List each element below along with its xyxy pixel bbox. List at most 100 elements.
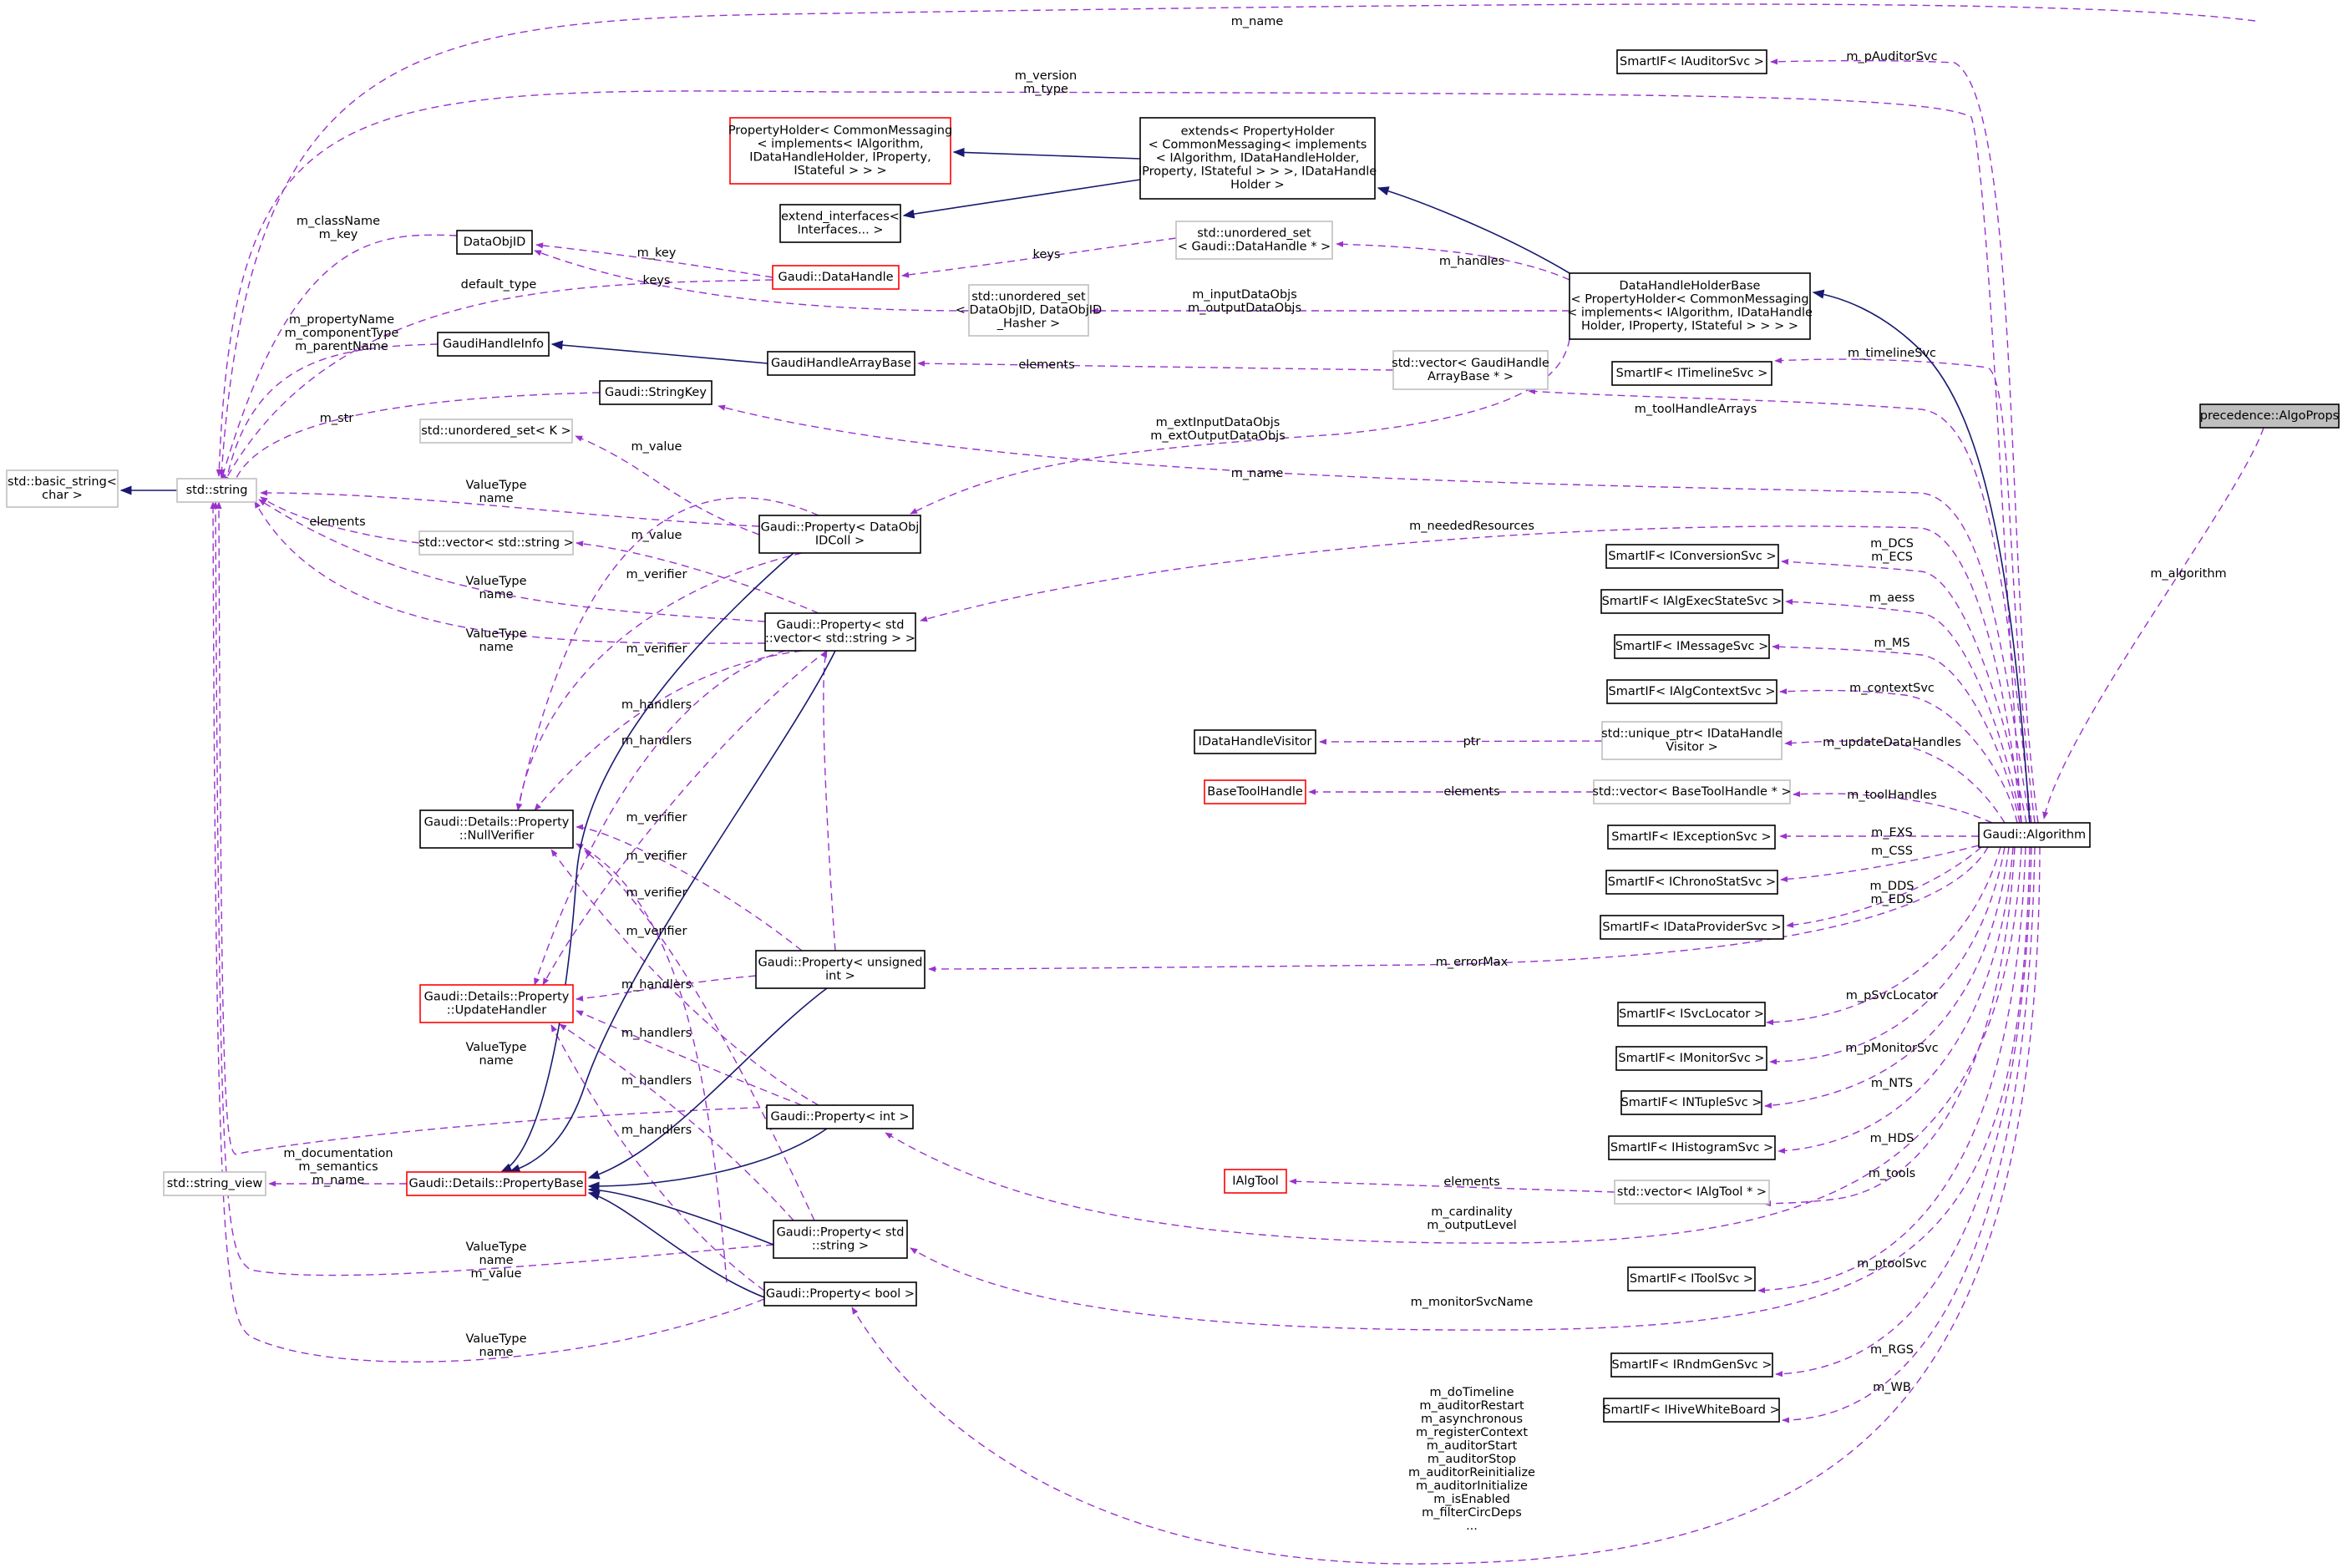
node-handleinfo[interactable]: GaudiHandleInfo [437, 332, 550, 357]
usage-edge-17 [1766, 846, 2001, 1026]
usage-edge-65 [821, 650, 836, 951]
node-uset-objid[interactable]: std::unordered_set< DataObjID, DataObjID… [956, 284, 1102, 337]
node-si-algcontext[interactable]: SmartIF< IAlgContextSvc > [1606, 679, 1777, 704]
node-si-dataprovider[interactable]: SmartIF< IDataProviderSvc > [1600, 915, 1784, 940]
node-label-line: std::unordered_set [971, 291, 1086, 304]
edge-label-line: m_version [1015, 69, 1077, 83]
node-algoprops[interactable]: precedence::AlgoProps [2199, 403, 2340, 429]
node-box [763, 1281, 917, 1307]
node-si-timeline[interactable]: SmartIF< ITimelineSvc > [1611, 361, 1772, 386]
node-prop-vecstr[interactable]: Gaudi::Property< std::vector< std::strin… [764, 612, 916, 652]
usage-edge-22 [885, 846, 2022, 1244]
node-box [1139, 117, 1376, 200]
node-si-auditor[interactable]: SmartIF< IAuditorSvc > [1616, 49, 1767, 74]
node-si-conversion[interactable]: SmartIF< IConversionSvc > [1605, 544, 1779, 569]
node-label-line: < CommonMessaging< implements [1149, 139, 1367, 152]
edge-label-verifier-4: m_verifier [626, 850, 687, 863]
node-ialgtool[interactable]: IAlgTool [1224, 1169, 1287, 1194]
node-propertyholder[interactable]: PropertyHolder< CommonMessaging< impleme… [728, 117, 952, 185]
node-basic-string[interactable]: std::basic_string<char > [6, 469, 119, 508]
usage-edge-21 [1763, 846, 2016, 1207]
node-label-line: Gaudi::Details::Property [424, 991, 570, 1004]
node-si-exception[interactable]: SmartIF< IExceptionSvc > [1607, 825, 1776, 850]
node-si-chrono[interactable]: SmartIF< IChronoStatSvc > [1605, 870, 1778, 895]
node-dataobjid[interactable]: DataObjID [456, 230, 533, 255]
edge-label-line: m_monitorSvcName [1411, 1296, 1534, 1309]
node-std-string[interactable]: std::string [176, 478, 257, 503]
node-si-histogram[interactable]: SmartIF< IHistogramSvc > [1608, 1135, 1776, 1160]
edge-label-line: m_DCS [1870, 537, 1914, 551]
edge-label-line: m_updateDataHandles [1823, 736, 1961, 749]
node-prop-bool[interactable]: Gaudi::Property< bool > [763, 1281, 917, 1307]
edge-label-line: keys [643, 274, 671, 287]
node-updatehandler[interactable]: Gaudi::Details::Property::UpdateHandler [419, 984, 574, 1023]
node-box [2199, 403, 2340, 429]
node-datahandle[interactable]: Gaudi::DataHandle [772, 265, 900, 290]
edge-label-line: ValueType [465, 1332, 526, 1346]
edge-label-auditor-svc: m_pAuditorSvc [1846, 50, 1937, 63]
node-si-message[interactable]: SmartIF< IMessageSvc > [1614, 634, 1770, 659]
node-box [1607, 825, 1776, 850]
node-si-svclocator[interactable]: SmartIF< ISvcLocator > [1617, 1002, 1766, 1027]
node-vec-str[interactable]: std::vector< std::string > [418, 530, 574, 556]
node-uset-k[interactable]: std::unordered_set< K > [419, 419, 573, 444]
node-prop-int[interactable]: Gaudi::Property< int > [766, 1104, 914, 1129]
node-vec-bth[interactable]: std::vector< BaseToolHandle * > [1592, 779, 1792, 804]
node-uptr-visitor[interactable]: std::unique_ptr< IDataHandleVisitor > [1601, 721, 1783, 760]
node-si-tool[interactable]: SmartIF< IToolSvc > [1627, 1266, 1756, 1291]
usage-edge-9 [1772, 643, 2021, 824]
node-idhvisitor[interactable]: IDataHandleVisitor [1194, 729, 1316, 754]
edge-label-line: m_pAuditorSvc [1846, 50, 1937, 63]
node-basetoolhandle[interactable]: BaseToolHandle [1204, 779, 1306, 804]
node-algorithm[interactable]: Gaudi::Algorithm [1978, 822, 2091, 848]
edge-label-line: m_verifier [626, 886, 687, 900]
node-handlearraybase[interactable]: GaudiHandleArrayBase [767, 351, 915, 376]
node-si-hive[interactable]: SmartIF< IHiveWhiteBoard > [1603, 1398, 1780, 1423]
edge-label-elements-vecstr: elements [309, 515, 365, 529]
edge-label-line: m_EDS [1871, 893, 1914, 906]
node-prop-str[interactable]: Gaudi::Property< std::string > [773, 1220, 908, 1259]
nodes-layer: precedence::AlgoPropsGaudi::Algorithmstd… [6, 49, 2340, 1423]
edge-label-line: elements [309, 515, 365, 529]
inheritance-edge-2 [902, 179, 1141, 219]
node-box [1601, 721, 1783, 760]
node-si-ntuple[interactable]: SmartIF< INTupleSvc > [1620, 1090, 1762, 1115]
edge-label-needed-resources: m_neededResources [1409, 520, 1534, 533]
node-vec-ialgtool[interactable]: std::vector< IAlgTool * > [1614, 1180, 1770, 1205]
node-si-algexec[interactable]: SmartIF< IAlgExecStateSvc > [1600, 589, 1783, 614]
edge-label-name-top: m_name [1231, 15, 1284, 28]
node-extends[interactable]: extends< PropertyHolder< CommonMessaging… [1139, 117, 1377, 200]
node-si-rndm[interactable]: SmartIF< IRndmGenSvc > [1610, 1352, 1773, 1378]
edge-label-line: m_handlers [621, 1074, 692, 1088]
edge-label-keys-2: keys [643, 274, 671, 287]
node-vec-gha[interactable]: std::vector< GaudiHandleArrayBase * > [1392, 350, 1549, 390]
node-box [1606, 679, 1777, 704]
node-label-line: GaudiHandleArrayBase [771, 357, 911, 370]
node-label-line: BaseToolHandle [1207, 785, 1303, 799]
node-nullverifier[interactable]: Gaudi::Details::Property::NullVerifier [419, 809, 574, 849]
edge-label-line: m_errorMax [1436, 956, 1509, 969]
node-string-view[interactable]: std::string_view [163, 1171, 266, 1196]
edge-label-line: m_handlers [621, 734, 692, 748]
node-si-monitor[interactable]: SmartIF< IMonitorSvc > [1615, 1046, 1767, 1071]
node-box [1615, 1046, 1767, 1071]
usage-edge-14 [1780, 845, 1980, 882]
node-uset-dh[interactable]: std::unordered_set< Gaudi::DataHandle * … [1175, 221, 1333, 260]
node-extend-interfaces[interactable]: extend_interfaces<Interfaces... > [779, 204, 901, 243]
node-propertybase[interactable]: Gaudi::Details::PropertyBase [406, 1171, 586, 1196]
edge-label-ptool-svc: m_ptoolSvc [1857, 1257, 1927, 1271]
inheritance-edge-6 [500, 552, 794, 1173]
node-label-line: IStateful > > > [794, 165, 886, 178]
node-dhholderbase[interactable]: DataHandleHolderBase< PropertyHolder< Co… [1567, 272, 1813, 340]
edge-label-propname-comp-parent: m_propertyNamem_componentTypem_parentNam… [285, 313, 399, 353]
usage-edge-49 [210, 501, 765, 1362]
node-stringkey[interactable]: Gaudi::StringKey [599, 380, 713, 405]
